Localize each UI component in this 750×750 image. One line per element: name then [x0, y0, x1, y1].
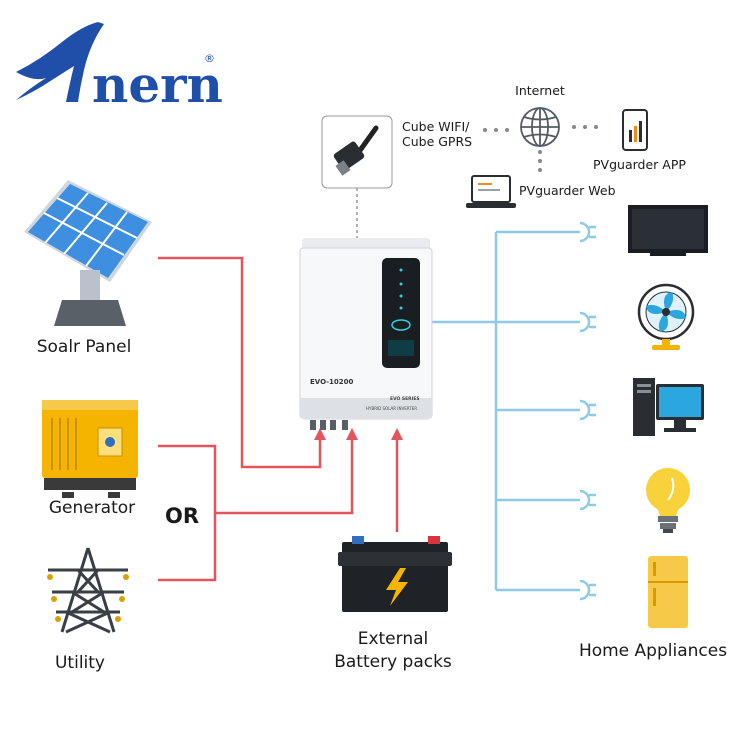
input-lines — [158, 256, 399, 582]
solar-input-line — [158, 256, 322, 469]
battery-icon — [338, 536, 452, 612]
cube-label-line2: Cube GPRS — [402, 134, 472, 149]
plug-icon — [579, 399, 596, 421]
solar-panel-label: Soalr Panel — [37, 337, 132, 357]
laptop-icon — [466, 175, 516, 208]
battery-label-line1: External — [358, 629, 429, 649]
generator-input-line — [158, 436, 354, 515]
plug-icon — [579, 489, 596, 511]
fridge-icon — [648, 556, 688, 628]
cube-label-line1: Cube WIFI/ — [402, 119, 470, 134]
utility-input-line — [158, 513, 217, 582]
plug-icon — [579, 579, 596, 601]
internet-label: Internet — [515, 83, 565, 98]
wifi-dongle-icon — [321, 115, 393, 189]
battery-label-line2: Battery packs — [334, 652, 452, 672]
fan-icon — [637, 283, 695, 350]
globe-icon — [520, 107, 560, 147]
solar-panel-icon — [24, 180, 152, 326]
inverter-type: HYBRID SOLAR INVERTER — [366, 406, 417, 411]
plug-icon — [579, 311, 596, 333]
app-label: PVguarder APP — [593, 157, 686, 172]
plug-icon — [579, 221, 596, 243]
plug-icons — [579, 221, 596, 601]
inverter-icon — [299, 238, 433, 430]
web-label: PVguarder Web — [519, 183, 616, 198]
generator-icon — [42, 400, 138, 498]
network-links — [483, 125, 598, 172]
utility-label: Utility — [55, 653, 105, 673]
input-arrowheads — [314, 428, 403, 440]
inverter-series: EVO SERIES — [390, 396, 420, 402]
brand-logo: nern ® — [16, 22, 223, 114]
light-bulb-icon — [646, 468, 690, 533]
tv-icon — [628, 205, 708, 256]
logo-wordmark: nern — [92, 55, 223, 114]
generator-label: Generator — [49, 498, 135, 518]
utility-tower-icon — [48, 547, 128, 634]
output-lines — [432, 230, 580, 592]
home-appliances-label: Home Appliances — [579, 641, 727, 661]
registered-mark: ® — [204, 52, 215, 65]
computer-icon — [633, 378, 704, 436]
phone-app-icon — [622, 109, 648, 151]
inverter-model: EVO-10200 — [310, 378, 354, 386]
or-label: OR — [165, 504, 199, 528]
